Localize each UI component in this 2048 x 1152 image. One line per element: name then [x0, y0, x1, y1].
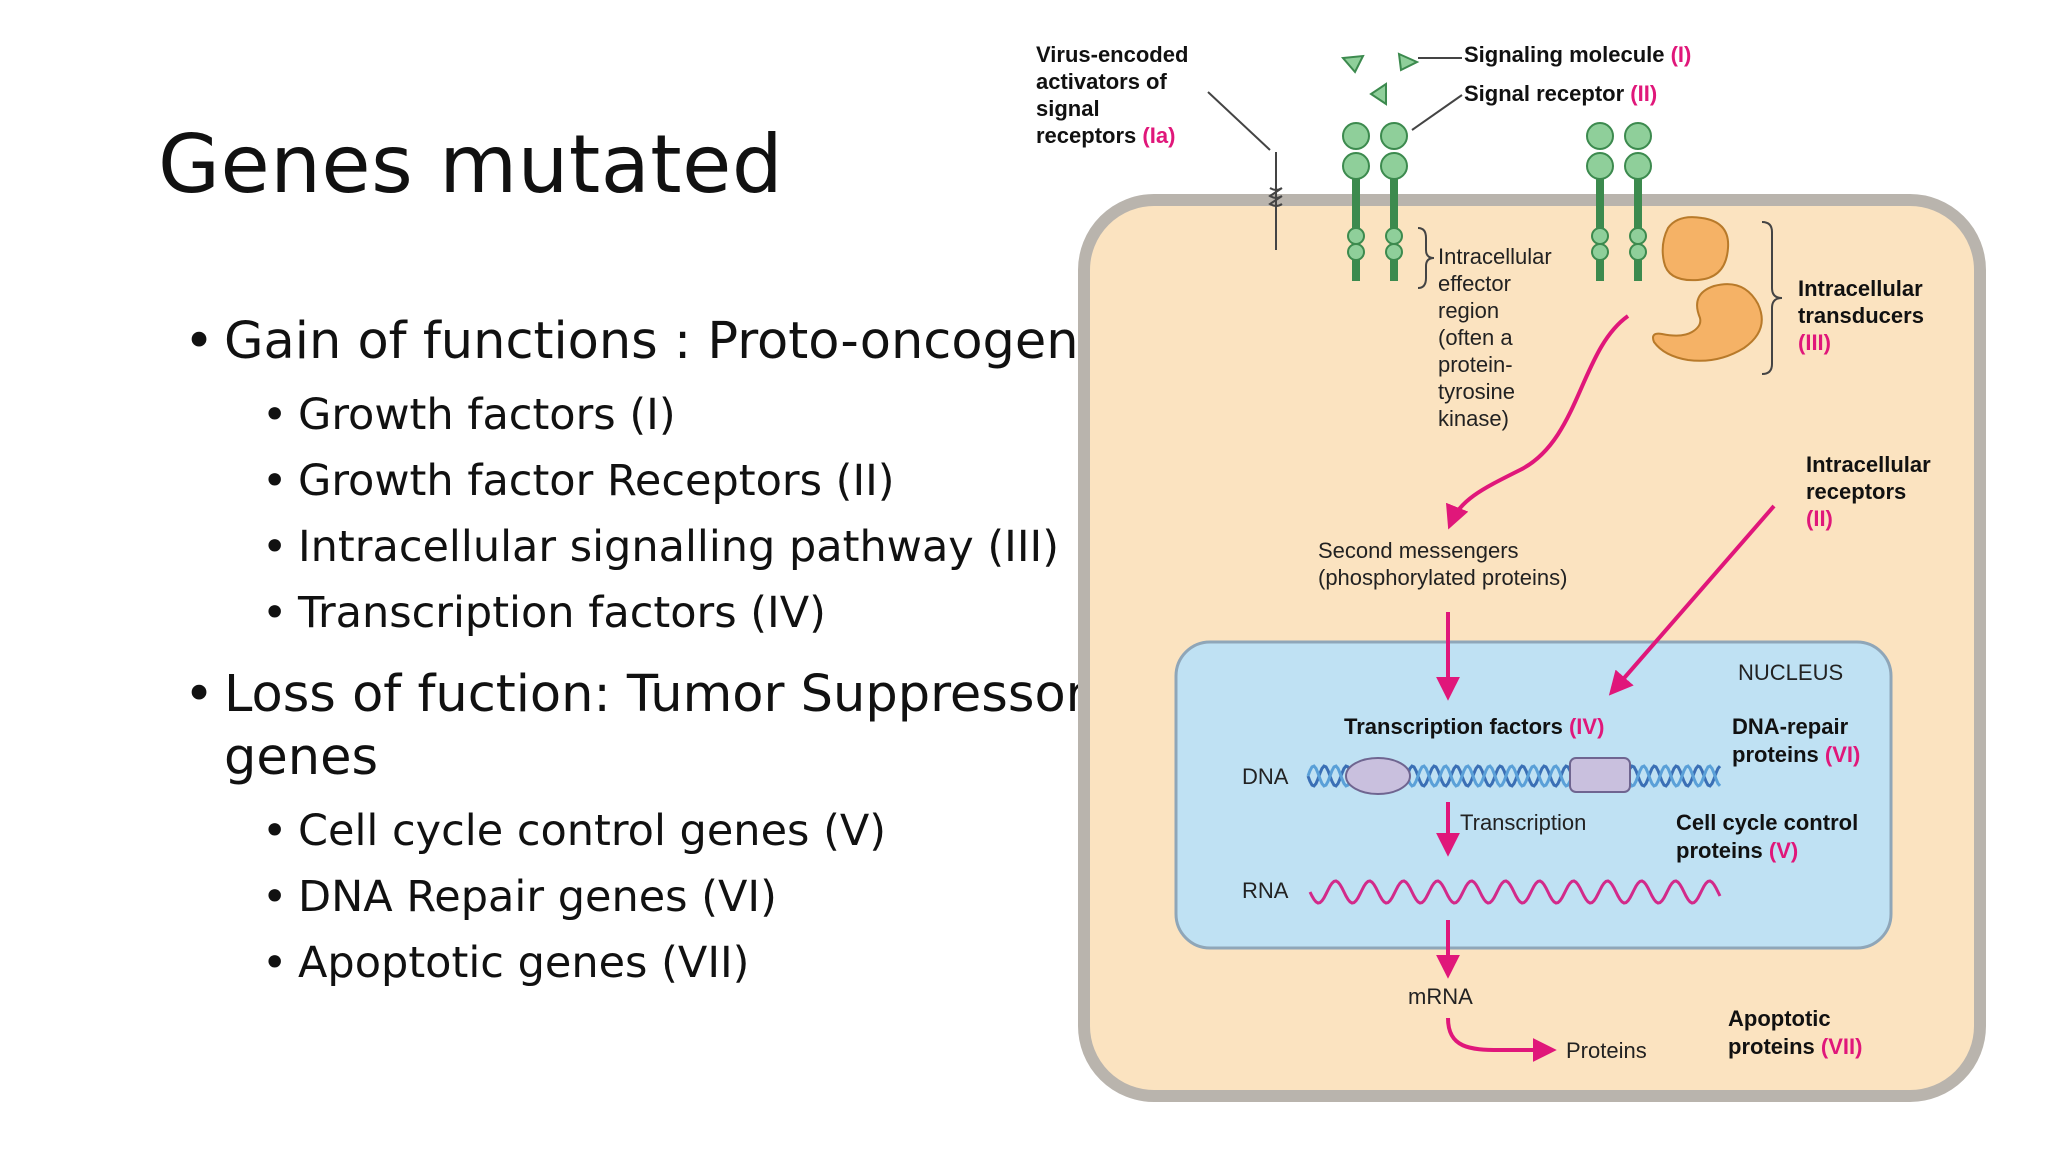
label-transcription: Transcription	[1460, 810, 1586, 835]
bullet-gain-of-function: •Gain of functions : Proto-oncogenes	[184, 312, 1137, 371]
receptor-icon	[1342, 122, 1652, 281]
sub-bullet: •Apoptotic genes (VII)	[262, 938, 750, 988]
label-transcription-factors: Transcription factors (IV)	[1344, 714, 1604, 739]
rna-strand	[1308, 879, 1722, 905]
label-transducers-num: (III)	[1798, 330, 1831, 355]
sub-bullet: •Growth factor Receptors (II)	[262, 456, 895, 506]
label-signal-receptor: Signal receptor (II)	[1464, 81, 1657, 106]
arrow	[1446, 314, 1630, 530]
label-effector: Intracellular	[1438, 244, 1552, 269]
label-mrna: mRNA	[1408, 984, 1473, 1009]
label-dna-repair: proteins (VI)	[1732, 742, 1860, 767]
label-dna: DNA	[1242, 764, 1289, 789]
signaling-molecule-icon	[1340, 52, 1420, 106]
label-nucleus: NUCLEUS	[1738, 660, 1843, 685]
label-effector: (often a	[1438, 325, 1513, 350]
label-virus-2: activators of	[1036, 69, 1167, 94]
bullet-loss-of-function-wrap: genes	[224, 728, 379, 787]
transcription-factor-protein	[1569, 757, 1631, 793]
label-intracellular-receptors: Intracellular	[1806, 452, 1931, 477]
sub-bullet: •Transcription factors (IV)	[262, 588, 826, 638]
label-intracellular-receptors-num: (II)	[1806, 506, 1833, 531]
label-effector: tyrosine	[1438, 379, 1515, 404]
label-effector: kinase)	[1438, 406, 1509, 431]
slide-title: Genes mutated	[158, 118, 784, 211]
label-effector: effector	[1438, 271, 1511, 296]
brace	[1417, 227, 1435, 289]
brace	[1761, 221, 1783, 375]
sub-bullet: •Growth factors (I)	[262, 390, 676, 440]
nucleus	[1174, 640, 1893, 950]
label-apoptotic: Apoptotic	[1728, 1006, 1831, 1031]
virus-activator-receptor	[1207, 91, 1283, 250]
label-cell-cycle: proteins (V)	[1676, 838, 1798, 863]
label-cell-cycle: Cell cycle control	[1676, 810, 1858, 835]
transducer-icon	[1661, 216, 1730, 282]
label-signaling-molecule: Signaling molecule (I)	[1464, 42, 1691, 67]
sub-bullet: •Cell cycle control genes (V)	[262, 806, 887, 856]
label-second-messengers: (phosphorylated proteins)	[1318, 565, 1567, 590]
label-second-messengers: Second messengers	[1318, 538, 1519, 563]
label-rna: RNA	[1242, 878, 1289, 903]
label-effector: protein-	[1438, 352, 1513, 377]
arrow	[1446, 1017, 1557, 1062]
label-apoptotic: proteins (VII)	[1728, 1034, 1862, 1059]
label-proteins: Proteins	[1566, 1038, 1647, 1063]
transcription-factor-protein	[1345, 757, 1411, 795]
label-virus-1: Virus-encoded	[1036, 42, 1188, 67]
sub-bullet: •Intracellular signalling pathway (III)	[262, 522, 1060, 572]
label-virus-3: signal	[1036, 96, 1100, 121]
label-effector: region	[1438, 298, 1499, 323]
label-virus-4: receptors (Ia)	[1036, 123, 1175, 148]
label-transducers: transducers	[1798, 303, 1924, 328]
bullet-loss-of-function: •Loss of fuction: Tumor Suppressor	[184, 665, 1087, 724]
arrow	[1608, 504, 1776, 696]
transducer-icon	[1652, 283, 1763, 362]
label-transducers: Intracellular	[1798, 276, 1923, 301]
label-intracellular-receptors: receptors	[1806, 479, 1906, 504]
label-dna-repair: DNA-repair	[1732, 714, 1849, 739]
sub-bullet: •DNA Repair genes (VI)	[262, 872, 777, 922]
